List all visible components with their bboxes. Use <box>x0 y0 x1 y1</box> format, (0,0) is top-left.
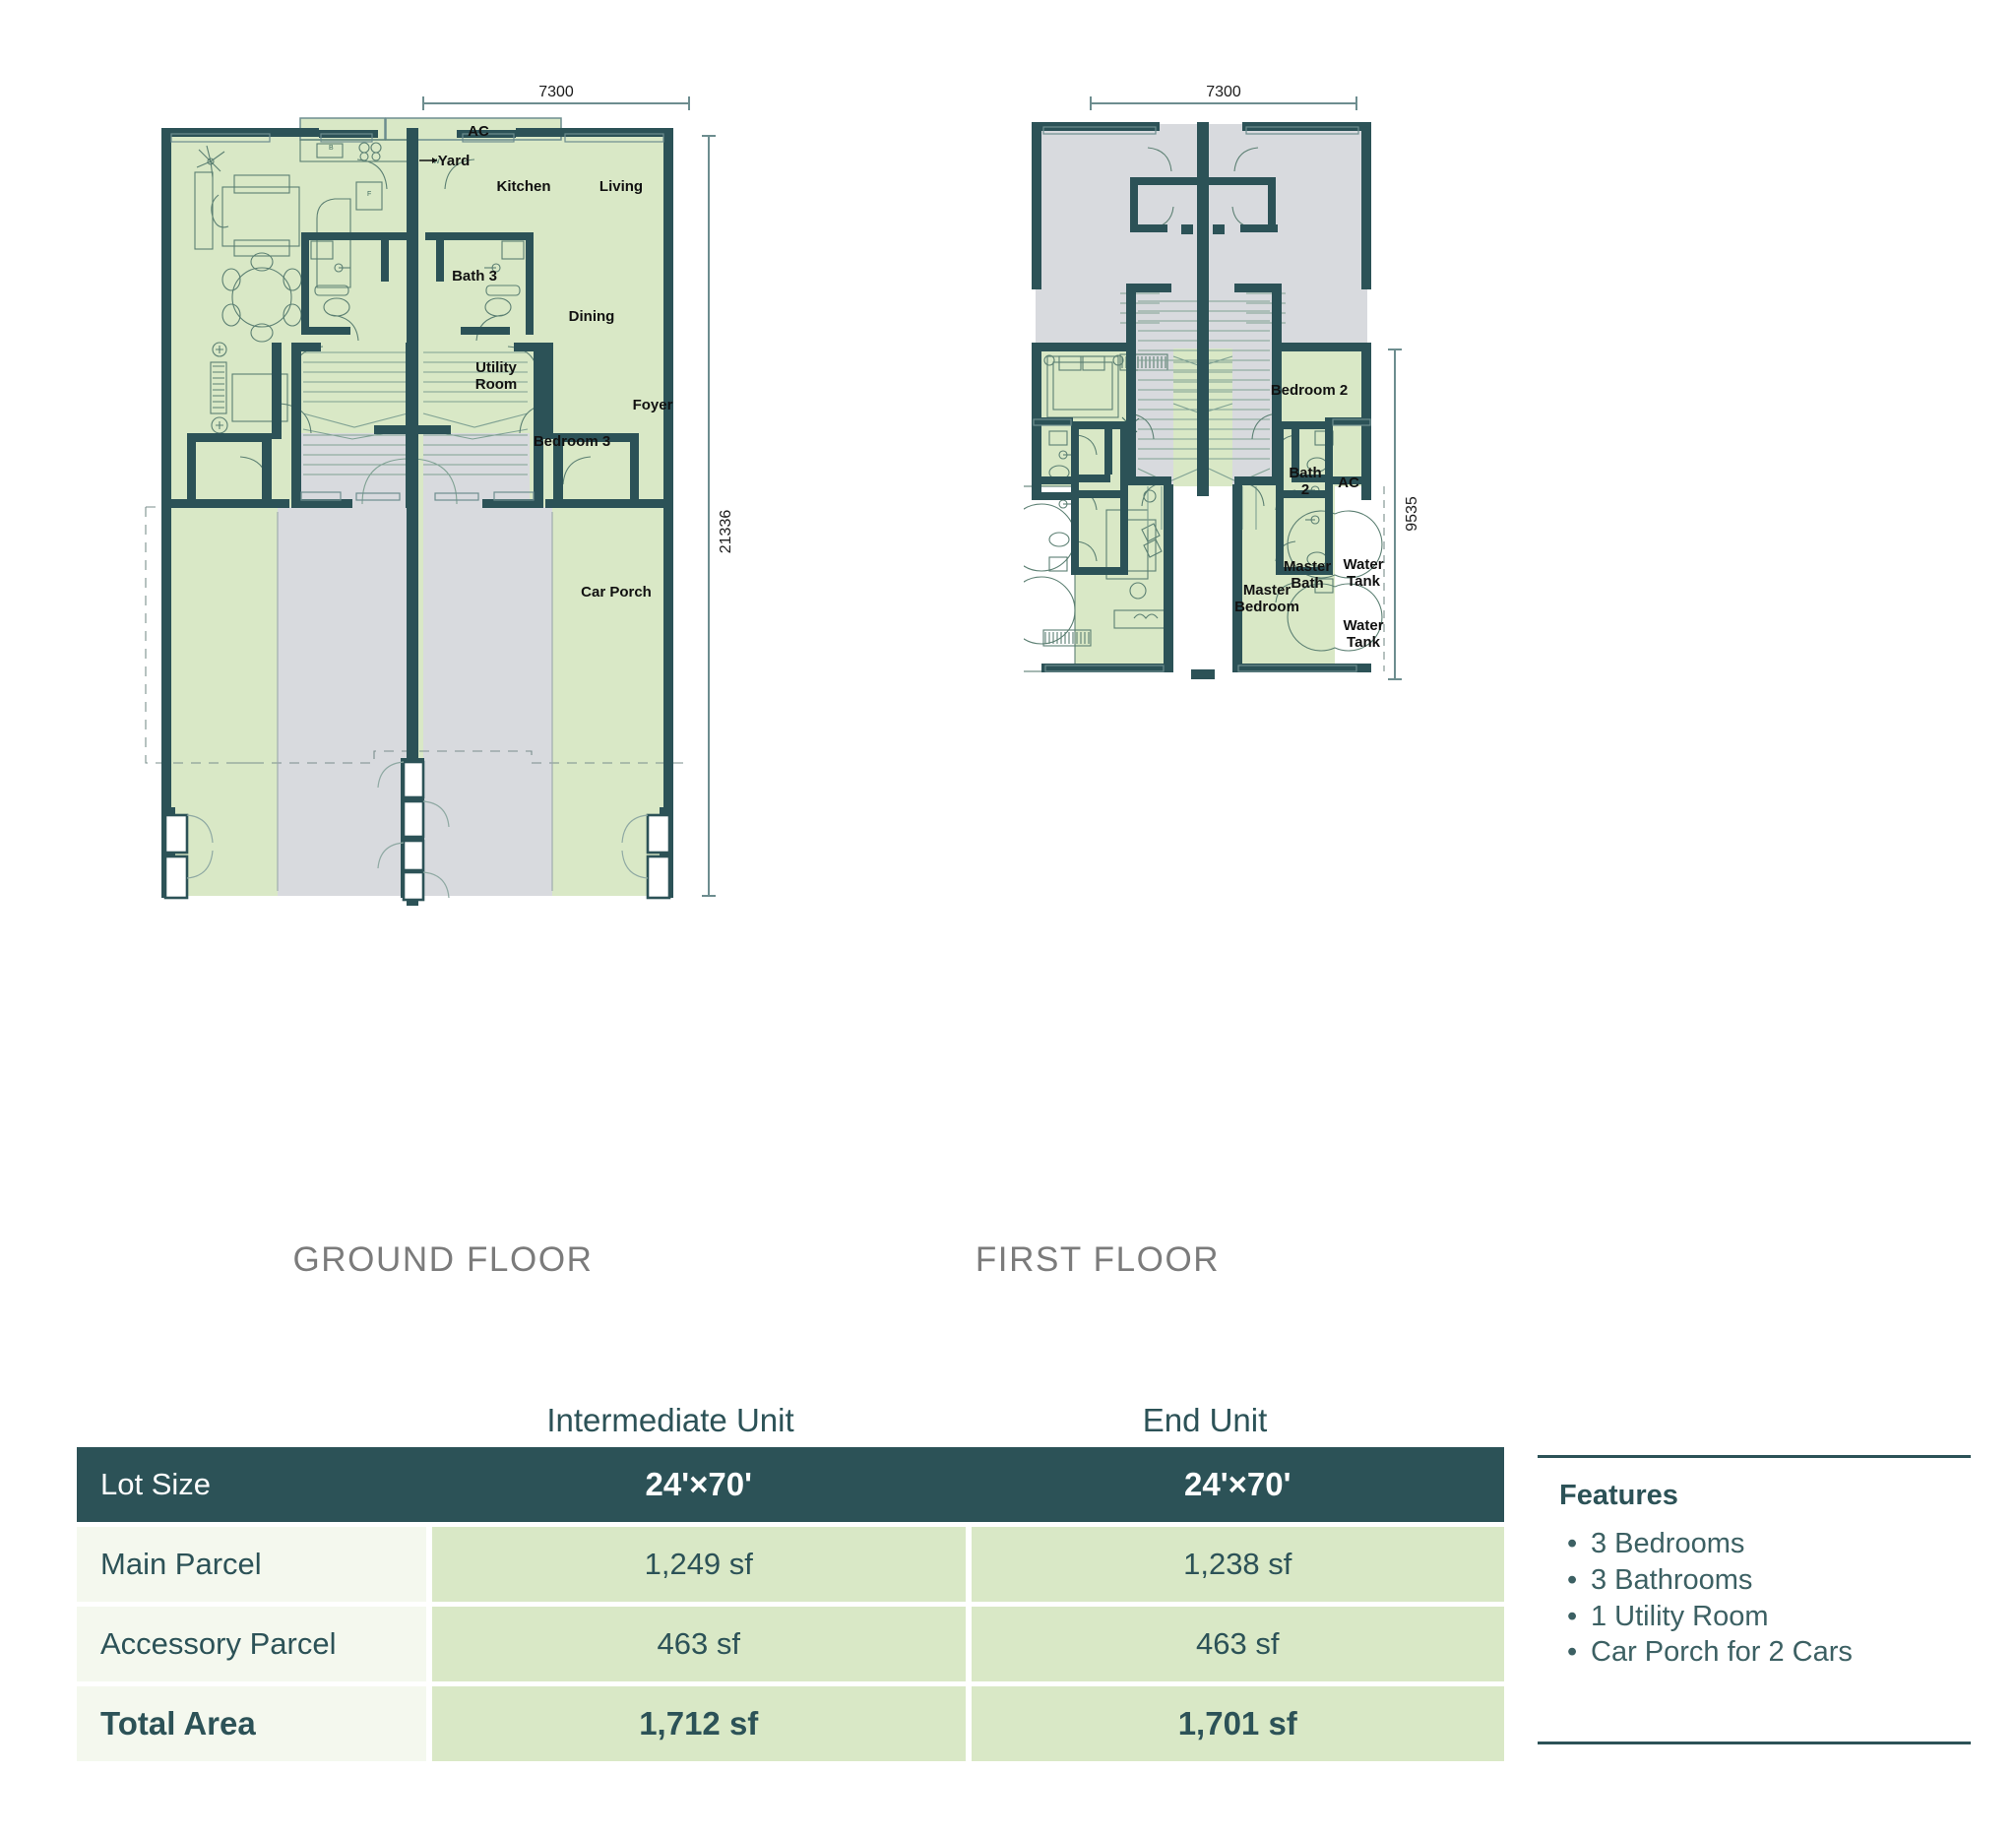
room-label-car-porch: Car Porch <box>581 584 652 601</box>
bullet-icon: • <box>1567 1600 1578 1632</box>
ground-floor-windows <box>170 133 664 501</box>
svg-text:F: F <box>367 191 371 198</box>
row-gap <box>77 1602 1504 1607</box>
cell-total-area-end: 1,701 sf <box>971 1686 1504 1761</box>
first-floor-plan: 7300 9535 Bedroom 2 Bath 2 AC Master Bat… <box>1024 79 1910 748</box>
cell-sep <box>426 1607 432 1681</box>
feature-item-car-porch: • Car Porch for 2 Cars <box>1567 1634 1951 1671</box>
cell-total-area-intermediate: 1,712 sf <box>432 1686 966 1761</box>
first-height-value: 9535 <box>1404 496 1420 532</box>
feature-label: 3 Bathrooms <box>1591 1563 1753 1596</box>
cell-lot-size-end: 24'×70' <box>971 1447 1504 1522</box>
row-label-accessory-parcel: Accessory Parcel <box>77 1607 426 1681</box>
feature-item-bedrooms: • 3 Bedrooms <box>1567 1526 1951 1562</box>
room-label-master-bedroom-2: Bedroom <box>1234 599 1299 615</box>
cell-lot-size-intermediate: 24'×70' <box>432 1447 966 1522</box>
svg-text:B: B <box>329 145 334 152</box>
features-list: • 3 Bedrooms • 3 Bathrooms • 1 Utility R… <box>1567 1526 1951 1671</box>
first-floor-caption: FIRST FLOOR <box>975 1240 1221 1279</box>
features-panel: Features • 3 Bedrooms • 3 Bathrooms • 1 … <box>1538 1455 1971 1745</box>
features-title: Features <box>1559 1480 1678 1511</box>
ground-height-dimension <box>702 135 716 897</box>
header-spacer <box>77 1402 402 1439</box>
cell-sep <box>426 1447 432 1522</box>
row-gap <box>77 1681 1504 1686</box>
cell-sep <box>426 1527 432 1602</box>
room-label-bath2-num: 2 <box>1301 481 1309 498</box>
first-height-dimension <box>1388 348 1402 680</box>
room-label-water-tank-1b: Tank <box>1347 573 1381 590</box>
first-floor-windows <box>1033 126 1371 672</box>
ground-floor-fixtures <box>145 139 689 891</box>
room-label-living: Living <box>599 178 643 195</box>
cell-sep <box>965 1527 972 1602</box>
cell-accessory-parcel-intermediate: 463 sf <box>432 1607 966 1681</box>
table-row-total-area: Total Area 1,712 sf 1,701 sf <box>77 1686 1504 1761</box>
cell-main-parcel-intermediate: 1,249 sf <box>432 1527 966 1602</box>
table-row-lot-size: Lot Size 24'×70' 24'×70' <box>77 1447 1504 1522</box>
cell-sep <box>965 1447 972 1522</box>
room-label-utility-2: Room <box>475 376 518 393</box>
feature-item-utility-room: • 1 Utility Room <box>1567 1599 1951 1635</box>
svg-text:W: W <box>433 158 440 165</box>
features-top-rule <box>1538 1455 1971 1458</box>
bullet-icon: • <box>1567 1636 1578 1669</box>
room-label-bedroom3: Bedroom 3 <box>534 433 610 450</box>
room-label-water-tank-1: Water <box>1343 556 1383 573</box>
table-row-main-parcel: Main Parcel 1,249 sf 1,238 sf <box>77 1527 1504 1602</box>
cell-main-parcel-end: 1,238 sf <box>971 1527 1504 1602</box>
row-label-lot-size: Lot Size <box>77 1447 426 1522</box>
row-gap <box>77 1522 1504 1527</box>
feature-label: 3 Bedrooms <box>1591 1528 1745 1559</box>
room-label-ac-first: AC <box>1338 475 1359 491</box>
room-label-bath2: Bath <box>1289 465 1321 481</box>
room-label-water-tank-2b: Tank <box>1347 634 1381 651</box>
ground-floor-gates <box>163 760 671 902</box>
first-floor-walls <box>1032 122 1371 679</box>
feature-label: Car Porch for 2 Cars <box>1591 1636 1853 1669</box>
room-label-master-bath: Master <box>1284 558 1332 575</box>
table-row-accessory-parcel: Accessory Parcel 463 sf 463 sf <box>77 1607 1504 1681</box>
table-column-headers: Intermediate Unit End Unit <box>77 1402 1504 1439</box>
ground-floor-caption: GROUND FLOOR <box>292 1240 594 1279</box>
first-floor-drawing: 7300 9535 Bedroom 2 Bath 2 AC Master Bat… <box>1024 84 1420 680</box>
row-label-main-parcel: Main Parcel <box>77 1527 426 1602</box>
cell-sep <box>965 1607 972 1681</box>
room-label-bath3: Bath 3 <box>452 268 497 285</box>
room-label-bedroom2: Bedroom 2 <box>1271 382 1348 399</box>
room-label-yard: Yard <box>438 153 471 169</box>
room-label-foyer: Foyer <box>633 397 673 413</box>
first-width-value: 7300 <box>1206 84 1241 100</box>
room-label-master-bath-2: Bath <box>1291 575 1323 592</box>
cell-accessory-parcel-end: 463 sf <box>971 1607 1504 1681</box>
ground-floor-plan: 7300 21336 AC Yard Kitchen Living Bath 3… <box>128 79 955 925</box>
ground-floor-drawing: 7300 21336 AC Yard Kitchen Living Bath 3… <box>145 84 734 906</box>
specification-table: Lot Size 24'×70' 24'×70' Main Parcel 1,2… <box>77 1447 1504 1761</box>
ground-height-value: 21336 <box>718 510 734 554</box>
ground-width-value: 7300 <box>538 84 574 100</box>
room-label-water-tank-2: Water <box>1343 617 1383 634</box>
room-label-dining: Dining <box>569 308 615 325</box>
ground-floor-gate-swings <box>186 761 649 899</box>
ground-width-dimension <box>422 96 690 110</box>
row-label-total-area: Total Area <box>77 1686 426 1761</box>
room-label-ac: AC <box>468 123 489 140</box>
bullet-icon: • <box>1567 1563 1578 1596</box>
column-header-end: End Unit <box>1142 1402 1268 1438</box>
room-label-kitchen: Kitchen <box>496 178 550 195</box>
cell-sep <box>965 1686 972 1761</box>
room-label-utility: Utility <box>475 359 517 376</box>
column-header-intermediate: Intermediate Unit <box>546 1402 794 1438</box>
bullet-icon: • <box>1567 1528 1578 1559</box>
first-width-dimension <box>1090 96 1357 110</box>
features-bottom-rule <box>1538 1742 1971 1745</box>
cell-sep <box>426 1686 432 1761</box>
feature-label: 1 Utility Room <box>1591 1600 1769 1632</box>
room-label-master-bedroom: Master <box>1243 582 1292 599</box>
feature-item-bathrooms: • 3 Bathrooms <box>1567 1562 1951 1599</box>
